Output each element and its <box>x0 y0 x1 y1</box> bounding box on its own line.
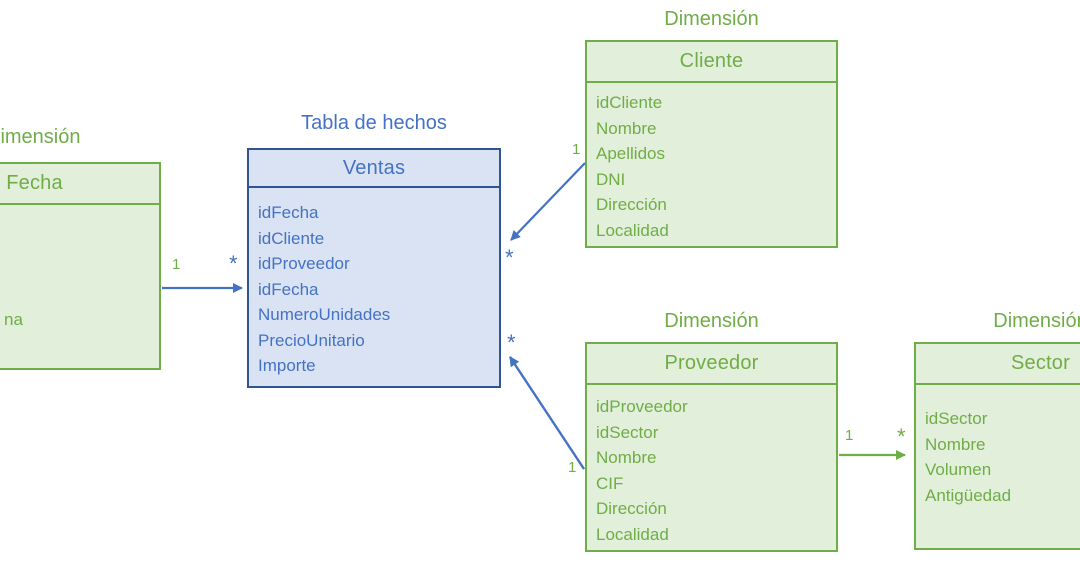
field-row: Dirección <box>596 195 667 214</box>
entity-fecha-field-fragment: na <box>4 310 23 329</box>
dimension-title-fecha: Dimensión <box>0 126 81 148</box>
field-row: Nombre <box>596 118 657 138</box>
arrow-proveedor-to-ventas <box>509 356 585 470</box>
dimension-title-proveedor: Dimensión <box>664 310 759 332</box>
field-row: Nombre <box>596 448 657 467</box>
field-row: Importe <box>258 356 316 375</box>
field-row: idCliente <box>258 228 325 248</box>
entity-cliente: Cliente idCliente Nombre Apellidos DNI D… <box>585 40 838 248</box>
field-row: Volumen <box>925 460 992 479</box>
arrow-cliente-to-ventas <box>510 162 586 241</box>
field-row: Localidad <box>596 220 669 240</box>
field-row: PrecioUnitario <box>258 330 365 350</box>
entity-cliente-name: Cliente <box>587 42 836 83</box>
cardinality-fecha-one: 1 <box>172 256 181 273</box>
field-row: idFecha <box>258 203 319 222</box>
field-row: idSector <box>925 409 988 428</box>
field-row: idProveedor <box>258 254 350 273</box>
cardinality-ventas-many-from-fecha: * <box>229 251 238 276</box>
cardinality-sector-many: * <box>897 424 906 449</box>
entity-ventas-fields: idFecha idCliente idProveedor idFecha Nu… <box>249 188 499 379</box>
cardinality-proveedor-one: 1 <box>568 459 577 476</box>
fact-title: Tabla de hechos <box>301 112 447 134</box>
field-row: idCliente <box>596 93 663 112</box>
entity-proveedor-name: Proveedor <box>587 344 836 385</box>
cardinality-cliente-one: 1 <box>572 141 581 158</box>
entity-ventas: Ventas idFecha idCliente idProveedor idF… <box>247 148 501 388</box>
cardinality-proveedor-sector-one: 1 <box>845 427 854 444</box>
field-row: NumeroUnidades <box>258 305 391 324</box>
dimension-title-cliente: Dimensión <box>664 8 759 30</box>
field-row: Antigüedad <box>925 485 1012 505</box>
field-row: Nombre <box>925 434 986 454</box>
entity-sector-name: Sector <box>916 344 1080 385</box>
dimension-title-sector: Dimensión <box>993 310 1080 332</box>
arrow-proveedor-to-ventas <box>509 356 585 470</box>
field-row: Apellidos <box>596 144 665 163</box>
entity-fecha: Fecha na <box>0 162 161 370</box>
field-row: idSector <box>596 422 659 442</box>
entity-cliente-fields: idCliente Nombre Apellidos DNI Dirección… <box>587 83 836 243</box>
field-row: CIF <box>596 473 624 493</box>
field-row: Dirección <box>596 499 667 518</box>
cardinality-ventas-many-from-proveedor: * <box>507 330 516 355</box>
entity-sector: Sector idSector Nombre Volumen Antigüeda… <box>914 342 1080 550</box>
field-row: idFecha <box>258 279 319 299</box>
entity-sector-fields: idSector Nombre Volumen Antigüedad <box>916 385 1080 508</box>
entity-proveedor-fields: idProveedor idSector Nombre CIF Direcció… <box>587 385 836 547</box>
entity-proveedor: Proveedor idProveedor idSector Nombre CI… <box>585 342 838 552</box>
field-row: idProveedor <box>596 397 688 416</box>
entity-ventas-name: Ventas <box>249 150 499 188</box>
entity-fecha-name: Fecha <box>0 164 159 205</box>
field-row: Localidad <box>596 524 669 544</box>
cardinality-ventas-many-from-cliente: * <box>505 245 514 270</box>
field-row: DNI <box>596 169 626 189</box>
